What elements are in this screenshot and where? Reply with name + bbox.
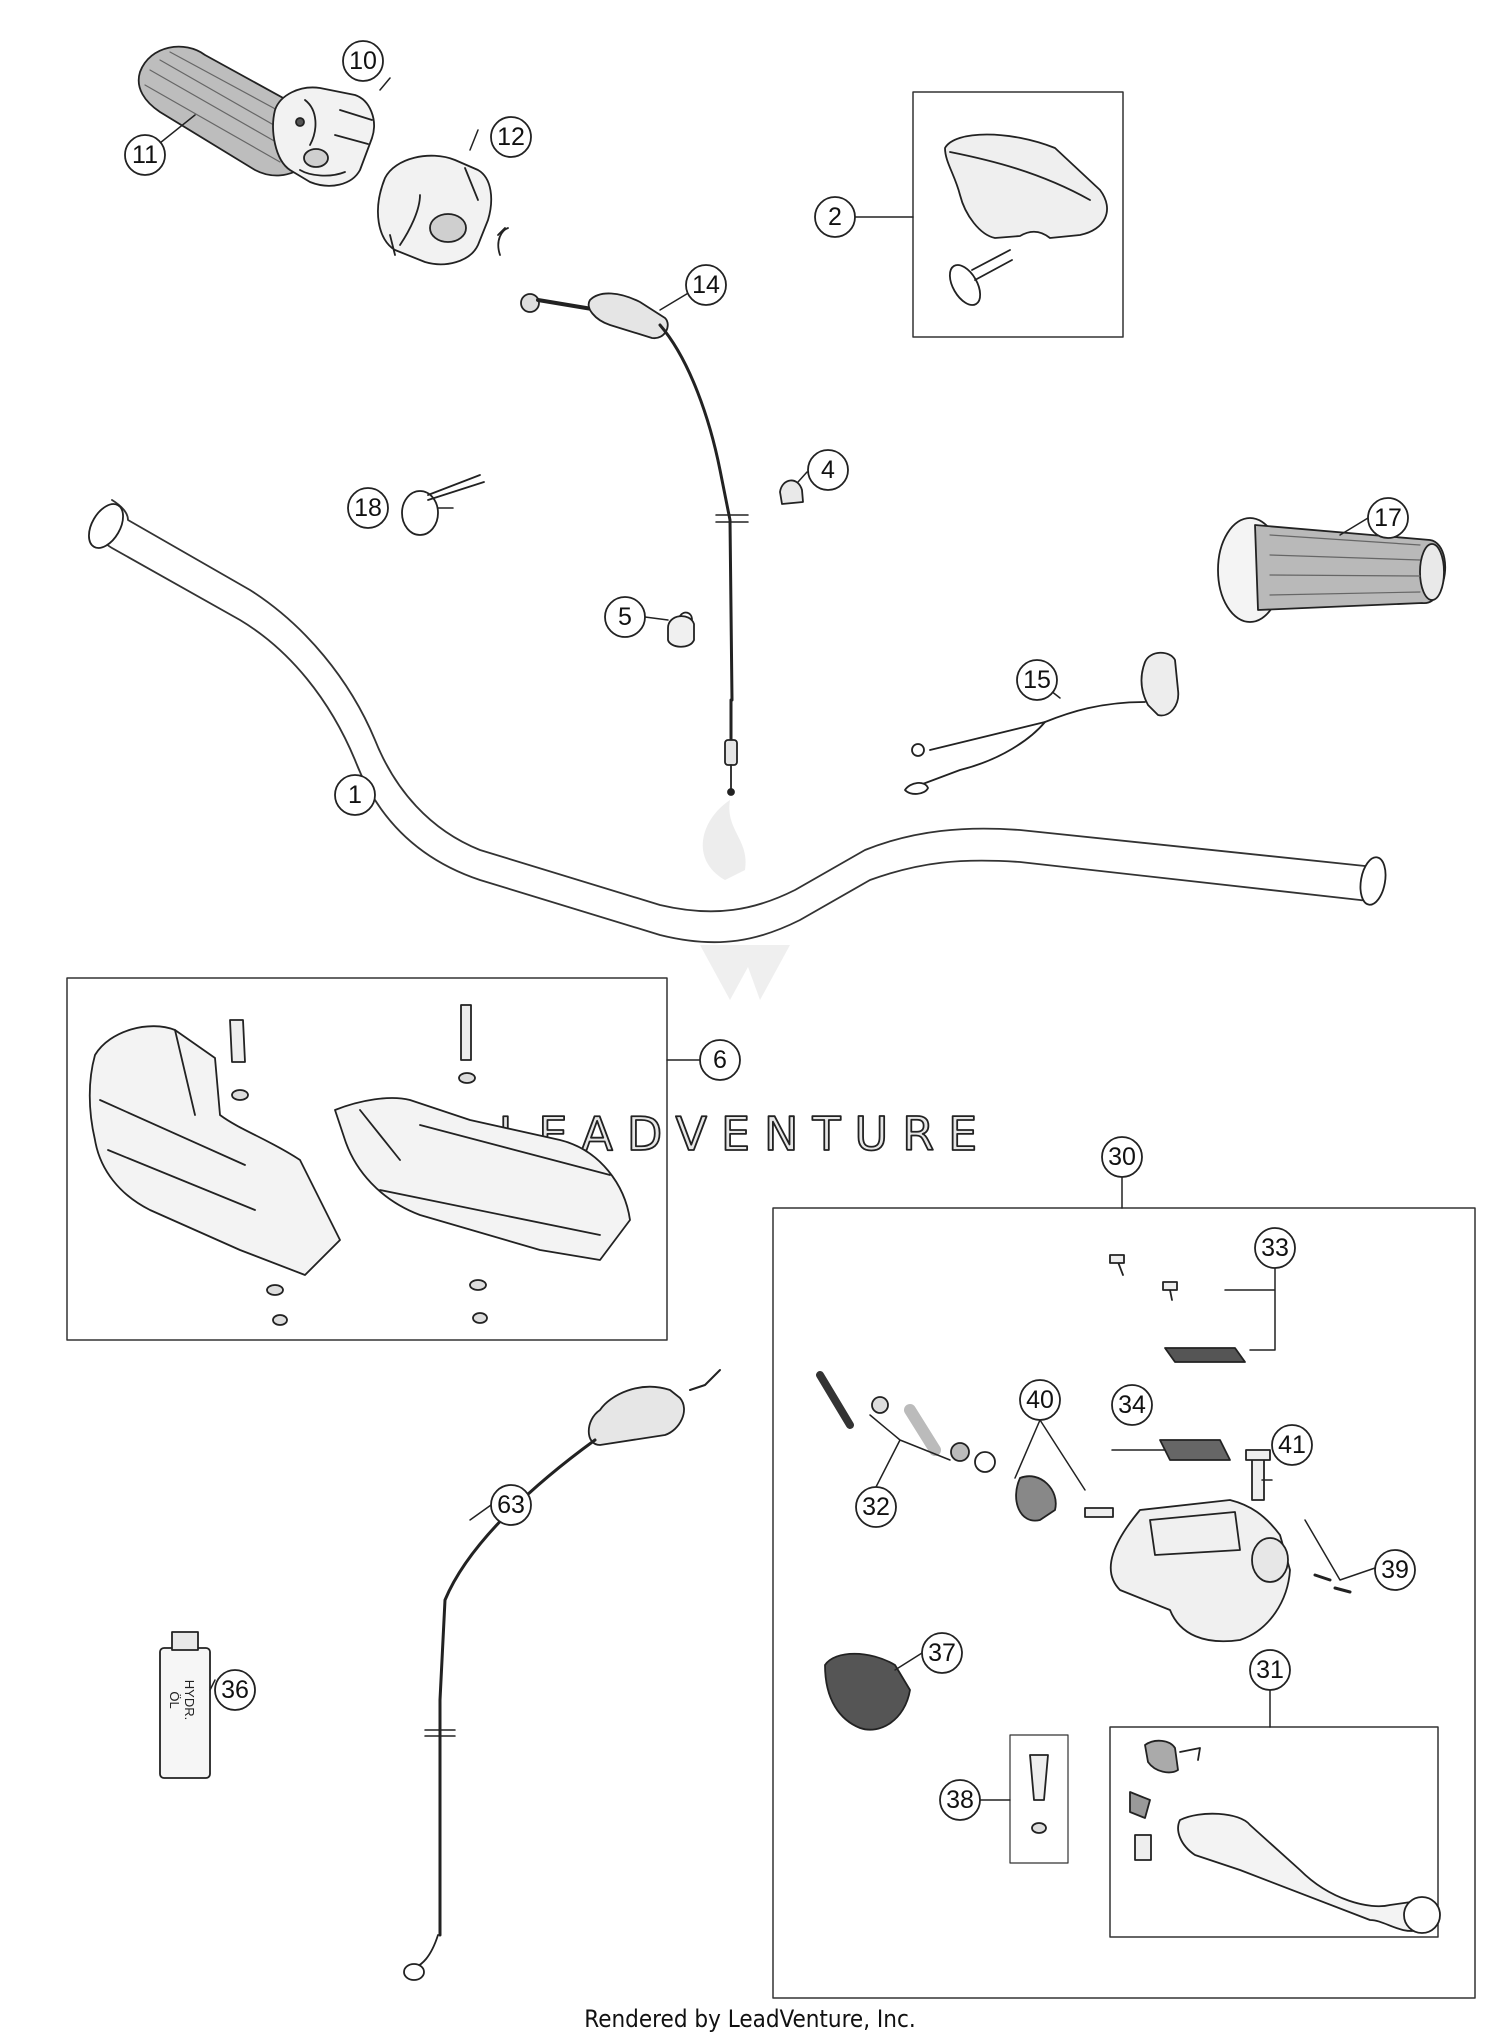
part-brake-line <box>403 1369 721 1981</box>
part-master-cylinder-box <box>772 1207 1476 1999</box>
callout-10: 10 <box>342 40 384 82</box>
callout-4: 4 <box>807 449 849 491</box>
callout-label: 40 <box>1026 1386 1054 1414</box>
callout-63: 63 <box>490 1484 532 1526</box>
callouts: 10 11 12 2 14 4 18 17 5 15 1 6 30 33 40 … <box>124 40 1416 1821</box>
part-cap <box>779 479 804 505</box>
callout-label: 12 <box>497 123 525 151</box>
watermark: LEADVENTURE <box>498 800 978 1162</box>
oil-bottle-label: HYDR. <box>182 1680 197 1720</box>
callout-41: 41 <box>1271 1424 1313 1466</box>
callout-38: 38 <box>939 1779 981 1821</box>
callout-label: 15 <box>1023 666 1051 694</box>
callout-12: 12 <box>490 116 532 158</box>
callout-17: 17 <box>1367 497 1409 539</box>
callout-label: 41 <box>1278 1431 1306 1459</box>
part-handlebar <box>88 499 1387 944</box>
callout-40: 40 <box>1019 1379 1061 1421</box>
callout-label: 34 <box>1118 1391 1146 1419</box>
part-throttle-cable <box>497 227 749 796</box>
callout-label: 36 <box>221 1676 249 1704</box>
callout-label: 2 <box>828 203 842 231</box>
callout-18: 18 <box>347 487 389 529</box>
oil-bottle-label-2: ÖL <box>167 1691 182 1708</box>
callout-label: 31 <box>1256 1656 1284 1684</box>
part-clip <box>667 611 695 648</box>
callout-label: 17 <box>1374 504 1402 532</box>
callout-14: 14 <box>685 264 727 306</box>
callout-label: 37 <box>928 1639 956 1667</box>
callout-label: 1 <box>348 781 362 809</box>
callout-5: 5 <box>604 596 646 638</box>
part-throttle-clamp <box>377 154 493 266</box>
callout-label: 14 <box>692 271 720 299</box>
callout-label: 5 <box>618 603 632 631</box>
part-cover-box <box>912 91 1124 338</box>
callout-label: 11 <box>132 141 158 169</box>
part-oil-bottle: HYDR. ÖL <box>159 1631 211 1779</box>
part-lever-box <box>1109 1726 1441 1938</box>
callout-39: 39 <box>1374 1549 1416 1591</box>
callout-label: 18 <box>354 494 382 522</box>
part-kill-switch <box>904 651 1180 795</box>
callout-36: 36 <box>214 1669 256 1711</box>
callout-30: 30 <box>1101 1136 1143 1178</box>
part-left-grip <box>1217 517 1447 623</box>
callout-37: 37 <box>921 1632 963 1674</box>
part-cable-tie <box>401 474 485 536</box>
callout-33: 33 <box>1254 1227 1296 1269</box>
part-handguard-box <box>66 977 668 1341</box>
callout-label: 32 <box>862 1493 890 1521</box>
callout-label: 39 <box>1381 1556 1409 1584</box>
callout-31: 31 <box>1249 1649 1291 1691</box>
callout-label: 4 <box>821 456 835 484</box>
footer-credit: Rendered by LeadVenture, Inc. <box>584 2005 916 2033</box>
callout-label: 6 <box>713 1046 727 1074</box>
callout-label: 30 <box>1108 1143 1136 1171</box>
callout-label: 10 <box>349 47 377 75</box>
callout-6: 6 <box>699 1039 741 1081</box>
callout-11: 11 <box>124 134 166 176</box>
callout-32: 32 <box>855 1486 897 1528</box>
callout-label: 33 <box>1261 1234 1289 1262</box>
part-throttle-grip <box>137 45 375 187</box>
callout-34: 34 <box>1111 1384 1153 1426</box>
callout-15: 15 <box>1016 659 1058 701</box>
callout-2: 2 <box>814 196 856 238</box>
callout-label: 38 <box>946 1786 974 1814</box>
callout-1: 1 <box>334 774 376 816</box>
callout-label: 63 <box>497 1491 525 1519</box>
